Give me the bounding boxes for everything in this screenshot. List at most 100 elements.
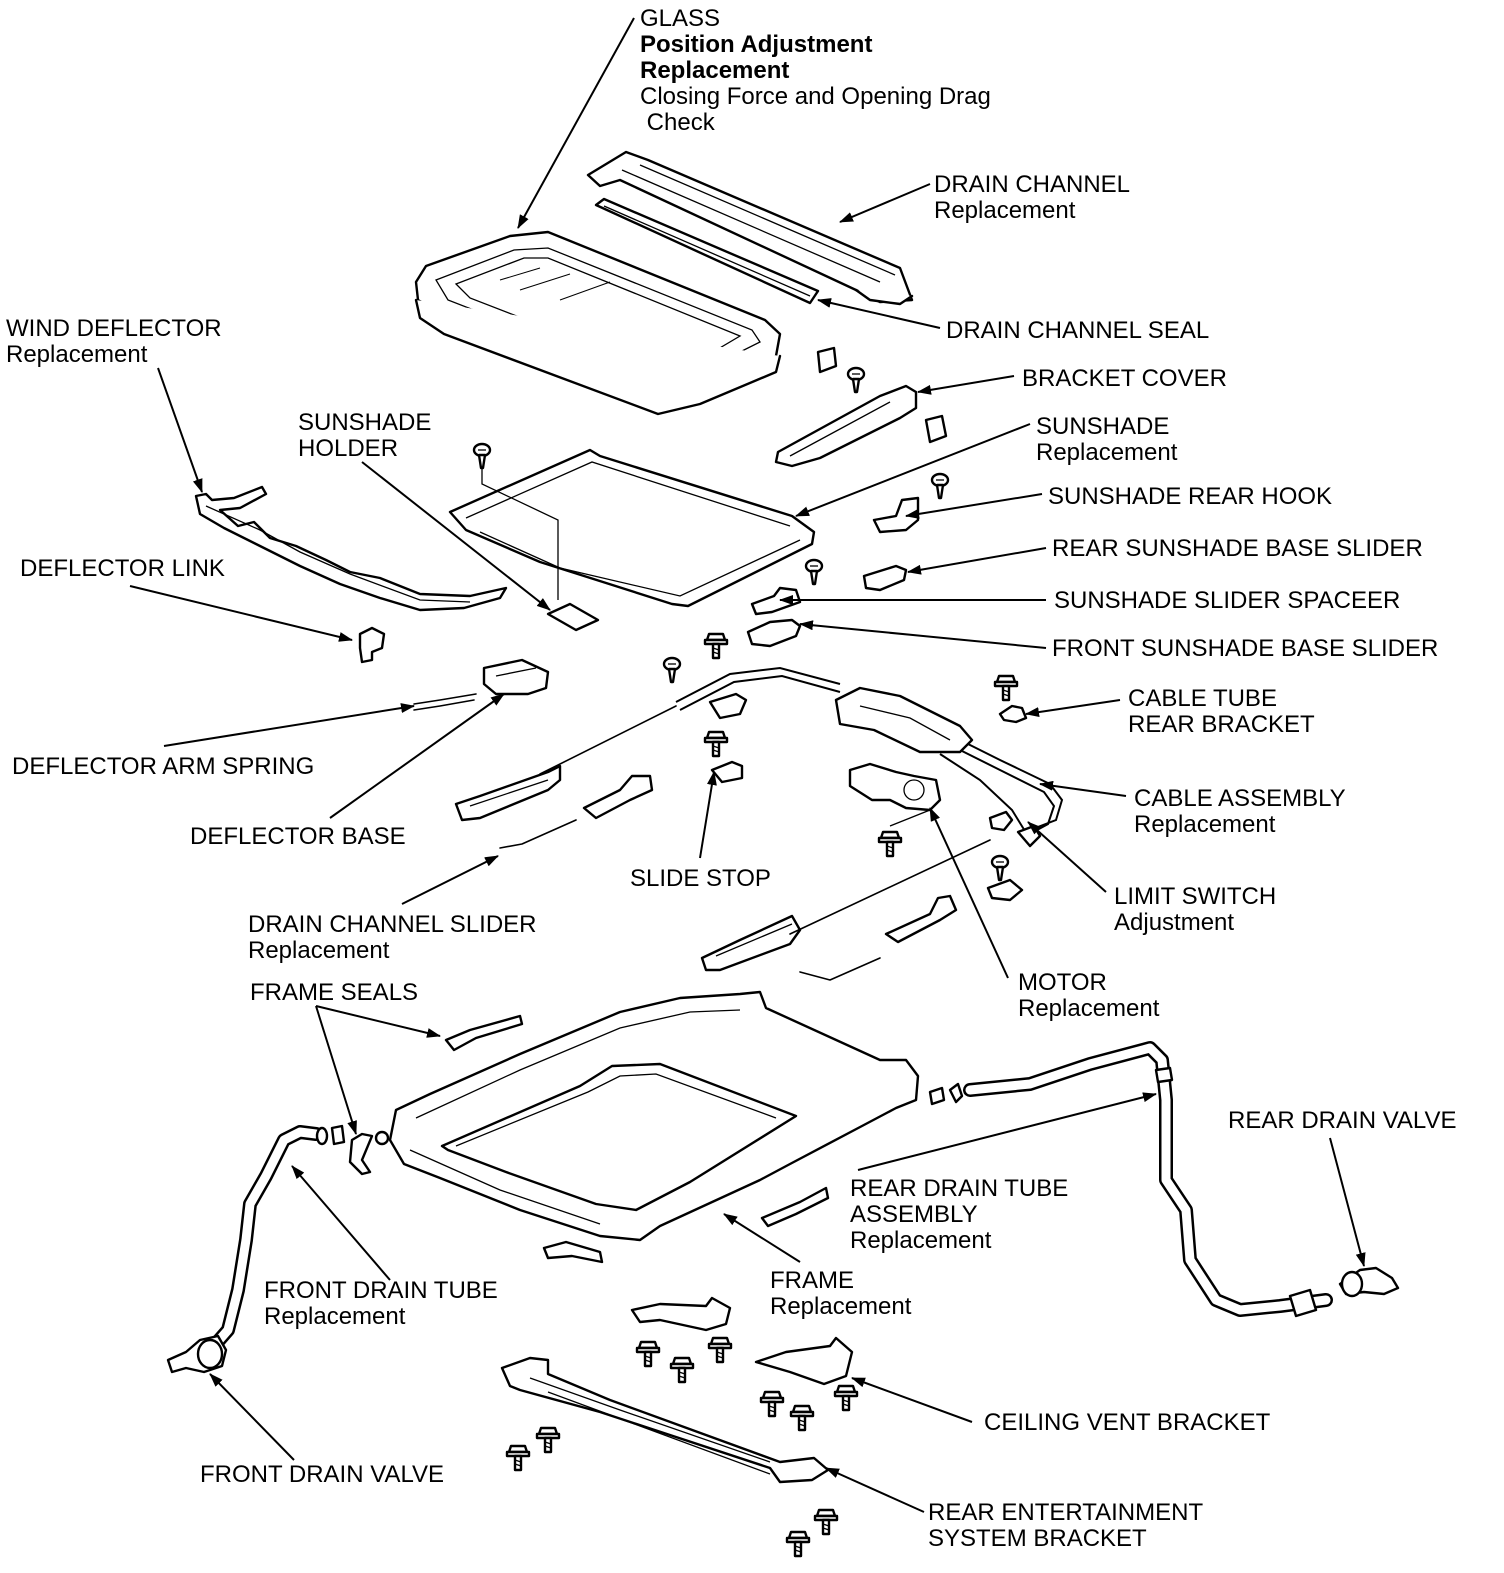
glass-replacement-link[interactable]: Replacement (640, 57, 790, 84)
frame-label: FRAME Replacement (770, 1268, 911, 1320)
rear-drain-tube-replacement-link[interactable]: Replacement (850, 1227, 992, 1254)
wind-deflector-label: WIND DEFLECTOR Replacement (6, 316, 222, 368)
glass-label: GLASS Position Adjustment Replacement Cl… (640, 6, 991, 136)
sunshade-holder-label: SUNSHADE HOLDER (298, 410, 431, 462)
front-sunshade-base-slider-label: FRONT SUNSHADE BASE SLIDER (1052, 636, 1438, 662)
bracket-cover-part (774, 346, 948, 468)
sunshade-rear-hook-title: SUNSHADE REAR HOOK (1048, 483, 1333, 510)
leader-lines (129, 17, 1366, 1513)
deflector-link-part (358, 626, 386, 664)
motor-mount-plate-part (834, 686, 974, 754)
glass-position-adjustment-link[interactable]: Position Adjustment (640, 31, 873, 58)
cable-assembly-replacement-link[interactable]: Replacement (1134, 811, 1276, 838)
motor-part (848, 762, 942, 858)
slide-stop-label: SLIDE STOP (630, 866, 771, 892)
front-drain-tube-replacement-link[interactable]: Replacement (264, 1303, 406, 1330)
motor-replacement-link[interactable]: Replacement (1018, 995, 1160, 1022)
frame-title: FRAME (770, 1267, 854, 1294)
sunshade-part (448, 442, 816, 632)
wind-deflector-part (194, 485, 508, 612)
ceiling-vent-bracket-label: CEILING VENT BRACKET (984, 1410, 1270, 1436)
cable-assembly-part (662, 632, 1064, 837)
sunshade-title: SUNSHADE (1036, 413, 1170, 440)
rear-entertainment-bracket-part (500, 1356, 839, 1558)
rear-entertainment-bracket-title-line2: SYSTEM BRACKET (928, 1525, 1147, 1552)
frame-replacement-link[interactable]: Replacement (770, 1293, 912, 1320)
frame-seals-label: FRAME SEALS (250, 980, 418, 1006)
right-rail-part (700, 839, 991, 981)
sunshade-slider-spacer-part (750, 558, 824, 616)
drain-channel-slider-title: DRAIN CHANNEL SLIDER (248, 911, 537, 938)
bracket-cover-title: BRACKET COVER (1022, 365, 1227, 392)
rear-drain-tube-part (948, 1041, 1333, 1318)
deflector-base-part (482, 658, 550, 696)
limit-switch-label: LIMIT SWITCH Adjustment (1114, 884, 1276, 936)
drain-channel-title: DRAIN CHANNEL (934, 171, 1131, 198)
sunshade-holder-title-line1: SUNSHADE (298, 409, 432, 436)
front-drain-tube-part (207, 1124, 346, 1353)
front-drain-valve-title: FRONT DRAIN VALVE (200, 1461, 445, 1488)
bracket-cover-label: BRACKET COVER (1022, 366, 1227, 392)
sunshade-rear-hook-part (872, 472, 950, 534)
drain-channel-seal-label: DRAIN CHANNEL SEAL (946, 318, 1209, 344)
cable-tube-rear-bracket-part (993, 674, 1028, 724)
front-sunshade-base-slider-title: FRONT SUNSHADE BASE SLIDER (1052, 635, 1439, 662)
rear-drain-tube-title-line2: ASSEMBLY (850, 1201, 978, 1228)
rear-entertainment-bracket-title-line1: REAR ENTERTAINMENT (928, 1499, 1204, 1526)
slide-stop-part (703, 730, 744, 784)
drain-channel-seal-part (594, 197, 820, 305)
frame-seals-part (348, 1014, 524, 1176)
motor-title: MOTOR (1018, 969, 1107, 996)
rear-drain-tube-assembly-label: REAR DRAIN TUBE ASSEMBLY Replacement (850, 1176, 1068, 1254)
rear-drain-valve-title: REAR DRAIN VALVE (1228, 1107, 1457, 1134)
rear-drain-valve-part (1338, 1266, 1400, 1298)
cable-tube-rear-bracket-label: CABLE TUBE REAR BRACKET (1128, 686, 1315, 738)
drain-channel-slider-label: DRAIN CHANNEL SLIDER Replacement (248, 912, 537, 964)
motor-label: MOTOR Replacement (1018, 970, 1159, 1022)
frame-part (374, 990, 946, 1242)
deflector-link-title: DEFLECTOR LINK (20, 555, 225, 582)
glass-closing-force-text: Closing Force and Opening Drag (640, 83, 991, 110)
left-rail-part (454, 705, 677, 849)
glass-check-text: Check (640, 109, 715, 136)
sunshade-rear-hook-label: SUNSHADE REAR HOOK (1048, 484, 1332, 510)
limit-switch-adjustment-link[interactable]: Adjustment (1114, 909, 1235, 936)
deflector-base-title: DEFLECTOR BASE (190, 823, 406, 850)
front-drain-valve-part (166, 1334, 228, 1374)
sunshade-slider-spaceer-label: SUNSHADE SLIDER SPACEER (1054, 588, 1400, 614)
cable-tube-rear-bracket-title-line1: CABLE TUBE (1128, 685, 1277, 712)
front-drain-tube-label: FRONT DRAIN TUBE Replacement (264, 1278, 498, 1330)
wind-deflector-title: WIND DEFLECTOR (6, 315, 222, 342)
rear-sunshade-base-slider-part (862, 564, 908, 592)
drain-channel-part (586, 150, 914, 306)
cable-assembly-title: CABLE ASSEMBLY (1134, 785, 1346, 812)
deflector-base-label: DEFLECTOR BASE (190, 824, 406, 850)
drain-channel-slider-replacement-link[interactable]: Replacement (248, 937, 390, 964)
sunshade-replacement-link[interactable]: Replacement (1036, 439, 1178, 466)
wind-deflector-replacement-link[interactable]: Replacement (6, 341, 148, 368)
rear-sunshade-base-slider-title: REAR SUNSHADE BASE SLIDER (1052, 535, 1423, 562)
drain-channel-replacement-link[interactable]: Replacement (934, 197, 1076, 224)
ceiling-vent-bracket-part (630, 1296, 859, 1432)
front-drain-tube-title: FRONT DRAIN TUBE (264, 1277, 498, 1304)
sunshade-label: SUNSHADE Replacement (1036, 414, 1177, 466)
deflector-link-label: DEFLECTOR LINK (20, 556, 225, 582)
rear-drain-valve-label: REAR DRAIN VALVE (1228, 1108, 1457, 1134)
sunshade-slider-spaceer-title: SUNSHADE SLIDER SPACEER (1054, 587, 1401, 614)
slide-stop-title: SLIDE STOP (630, 865, 771, 892)
deflector-arm-spring-title: DEFLECTOR ARM SPRING (12, 753, 315, 780)
drain-channel-seal-title: DRAIN CHANNEL SEAL (946, 317, 1210, 344)
cable-assembly-label: CABLE ASSEMBLY Replacement (1134, 786, 1346, 838)
glass-part (414, 230, 782, 416)
deflector-arm-spring-label: DEFLECTOR ARM SPRING (12, 754, 314, 780)
ceiling-vent-bracket-title: CEILING VENT BRACKET (984, 1409, 1271, 1436)
deflector-arm-spring-part (413, 693, 477, 711)
cable-tube-rear-bracket-title-line2: REAR BRACKET (1128, 711, 1315, 738)
frame-seals-title: FRAME SEALS (250, 979, 419, 1006)
sunshade-holder-title-line2: HOLDER (298, 435, 399, 462)
limit-switch-title: LIMIT SWITCH (1114, 883, 1277, 910)
drain-channel-label: DRAIN CHANNEL Replacement (934, 172, 1130, 224)
frame-lower-seals-part (542, 1186, 830, 1264)
